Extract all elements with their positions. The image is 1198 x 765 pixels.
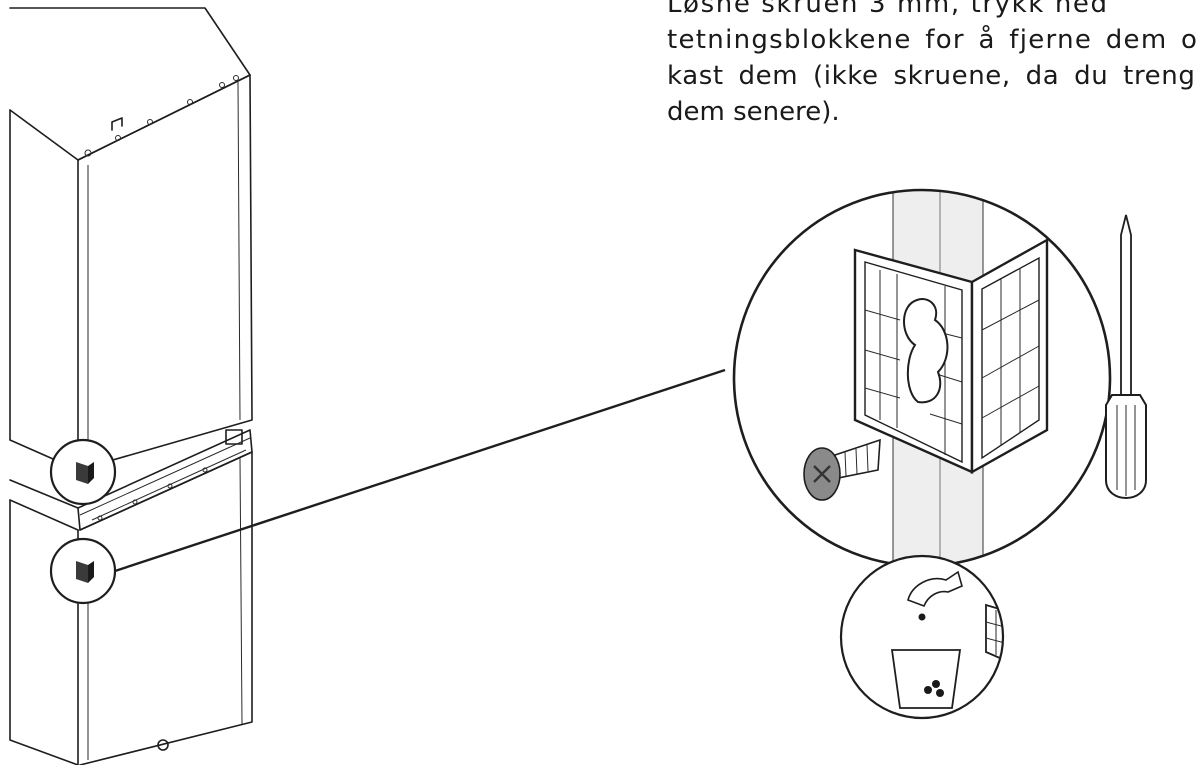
sealing-block <box>853 237 1049 475</box>
installation-diagram <box>9 7 1147 765</box>
disposal-view <box>839 554 1005 720</box>
foot-icon <box>157 739 169 751</box>
instruction-line-1: Løsne skruen 3 mm, trykk ned <box>667 0 1109 19</box>
instruction-line-2: tetningsblokkene for å fjerne dem o <box>667 25 1198 55</box>
mini-sealing-block <box>985 603 1003 667</box>
magnified-view <box>732 188 1112 568</box>
detail-circle-lower <box>49 537 117 605</box>
instruction-line-3: kast dem (ikke skruene, da du treng <box>667 61 1196 91</box>
screw-icon <box>803 438 881 501</box>
leader-line <box>114 368 726 573</box>
instruction-line-4: dem senere). <box>667 97 840 127</box>
detail-circle-upper <box>49 438 117 506</box>
refrigerator-cabinet <box>9 7 253 765</box>
trash-bin-icon <box>890 649 962 709</box>
hand-icon <box>907 570 963 608</box>
instruction-text: Løsne skruen 3 mm, trykk ned tetningsblo… <box>667 0 1198 130</box>
top-mounting-holes <box>84 75 239 157</box>
screwdriver-icon <box>1105 214 1147 500</box>
